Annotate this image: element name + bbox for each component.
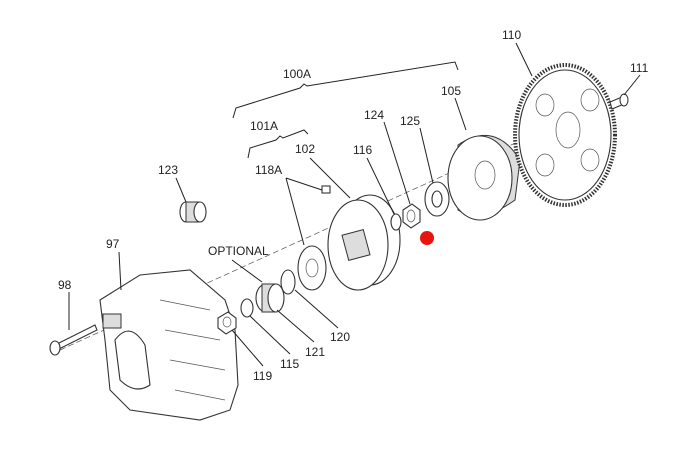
part-123-bearing [179,201,207,223]
label-97: 97 [106,237,120,251]
label-98: 98 [58,278,72,292]
label-116: 116 [353,143,372,157]
label-119: 119 [253,369,272,383]
part-119-nut [217,311,237,335]
label-105: 105 [441,84,461,98]
label-110: 110 [502,28,521,42]
part-121-bearing [255,283,285,313]
part-97-housing [99,269,239,421]
label-111: 111 [630,61,649,75]
part-116-washer [390,213,402,231]
part-98-bolt [49,324,98,356]
part-110-gear [513,63,617,207]
bracket-100A [232,61,459,119]
label-118A: 118A [255,163,282,177]
part-125-washer [424,181,450,217]
part-118A-screw [321,185,331,194]
part-118A-plate [297,245,327,291]
label-115: 115 [280,357,299,371]
leader-lines [68,42,641,367]
part-105-clutch [447,134,521,221]
label-124: 124 [364,108,384,122]
part-124-nut [402,203,421,229]
part-102-drum [327,194,401,291]
part-120-ring [280,269,296,295]
label-100A: 100A [283,67,311,81]
label-optional: OPTIONAL [208,244,269,258]
label-125: 125 [400,114,420,128]
label-121: 121 [305,345,325,359]
label-101A: 101A [250,119,278,133]
bracket-101A [247,129,309,159]
part-111-bolt [609,93,629,110]
red-marker-dot [420,231,434,245]
label-102: 102 [295,142,315,156]
label-120: 120 [330,330,350,344]
label-123: 123 [158,163,178,177]
part-115-washer [240,298,254,318]
